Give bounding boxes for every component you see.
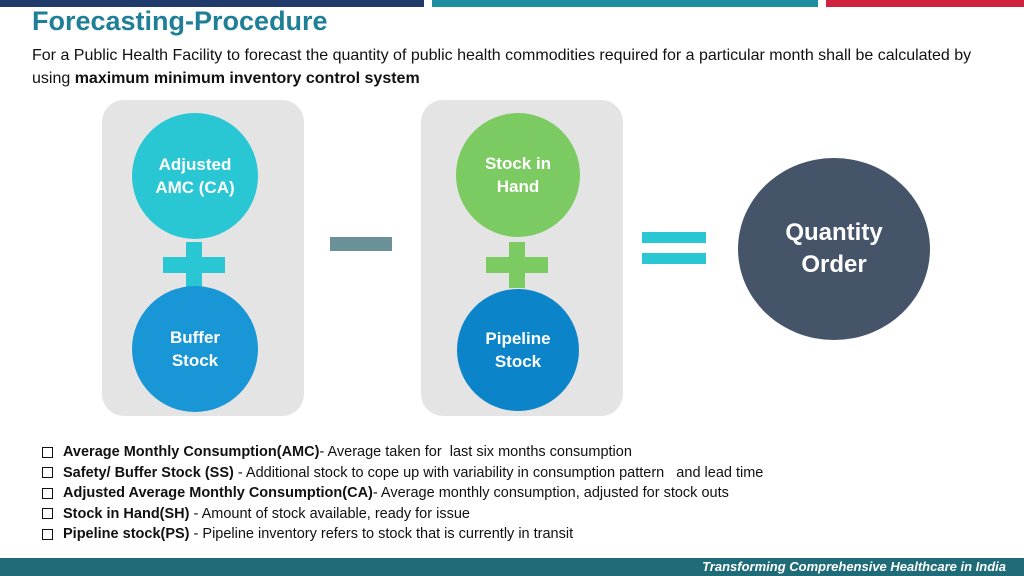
definition-desc: - Average taken for last six months cons… (319, 444, 632, 461)
definition-term: Average Monthly Consumption(AMC) (63, 444, 320, 461)
minus-icon (330, 237, 392, 251)
definition-item-ca: Adjusted Average Monthly Consumption(CA)… (42, 483, 763, 504)
quantity-order-label: Quantity Order (785, 219, 883, 278)
pipeline-stock-circle: Pipeline Stock (457, 289, 579, 411)
adjusted-amc-circle: Adjusted AMC (CA) (132, 113, 258, 239)
definition-term: Stock in Hand(SH) (63, 505, 190, 522)
definition-desc: - Additional stock to cope up with varia… (233, 464, 764, 481)
adjusted-amc-label: Adjusted AMC (CA) (155, 155, 235, 197)
intro-paragraph: For a Public Health Facility to forecast… (32, 44, 992, 90)
top-accent-bar-teal (432, 0, 818, 7)
definitions-list: Average Monthly Consumption(AMC)- Averag… (42, 442, 763, 545)
top-accent-bar-red (826, 0, 1024, 7)
checkbox-bullet-icon (42, 446, 53, 458)
checkbox-bullet-icon (42, 528, 53, 540)
definition-term: Pipeline stock(PS) (63, 526, 190, 543)
buffer-stock-label: Buffer Stock (169, 328, 221, 370)
definition-item-amc: Average Monthly Consumption(AMC)- Averag… (42, 442, 763, 463)
buffer-stock-circle: Buffer Stock (132, 286, 258, 412)
top-accent-bar-navy (0, 0, 424, 7)
stock-in-hand-circle: Stock in Hand (456, 113, 580, 237)
checkbox-bullet-icon (42, 508, 53, 520)
equals-icon-bottom (642, 253, 706, 264)
quantity-order-circle: Quantity Order (738, 158, 930, 340)
plus-icon-left-vertical (186, 242, 202, 288)
plus-icon-right-vertical (509, 242, 525, 288)
definition-item-buffer: Safety/ Buffer Stock (SS) - Additional s… (42, 463, 763, 484)
intro-bold-text: maximum minimum inventory control system (74, 70, 420, 87)
footer-bar: Transforming Comprehensive Healthcare in… (0, 558, 1024, 576)
definition-term: Safety/ Buffer Stock (SS) (63, 464, 234, 481)
footer-tagline: Transforming Comprehensive Healthcare in… (702, 559, 1006, 574)
definition-term: Adjusted Average Monthly Consumption(CA) (63, 485, 373, 502)
definition-item-sh: Stock in Hand(SH) - Amount of stock avai… (42, 504, 763, 525)
definition-desc: - Amount of stock available, ready for i… (189, 505, 470, 522)
definition-desc: - Average monthly consumption, adjusted … (372, 485, 729, 502)
page-title: Forecasting-Procedure (32, 6, 328, 36)
definition-item-ps: Pipeline stock(PS) - Pipeline inventory … (42, 524, 763, 545)
equals-icon-top (642, 232, 706, 243)
pipeline-stock-label: Pipeline Stock (485, 329, 551, 371)
intro-text: For a Public Health Facility to forecast… (32, 47, 972, 87)
definition-desc: - Pipeline inventory refers to stock tha… (189, 526, 574, 543)
stock-in-hand-label: Stock in Hand (484, 154, 552, 196)
checkbox-bullet-icon (42, 467, 53, 479)
checkbox-bullet-icon (42, 487, 53, 499)
